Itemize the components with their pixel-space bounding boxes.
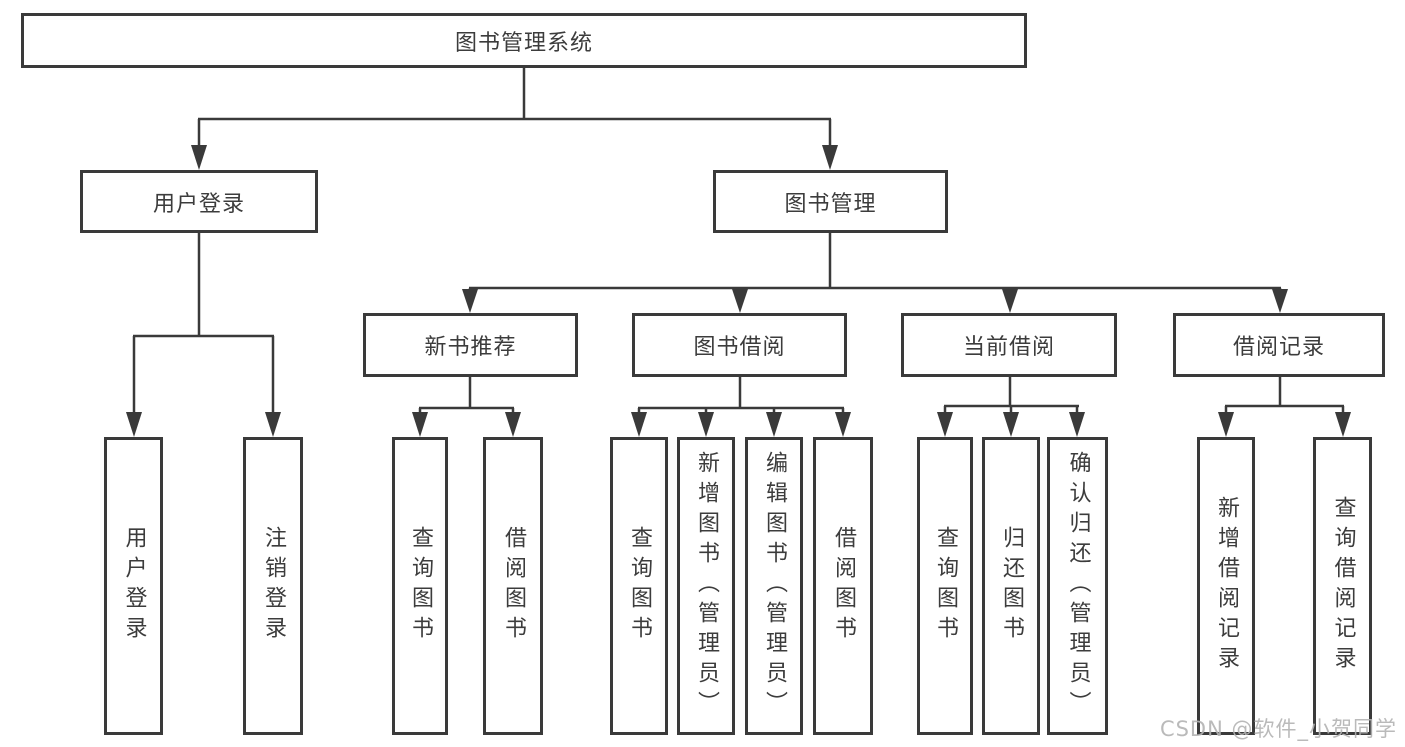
leaf-query-borrow-record: 查询借阅记录 bbox=[1313, 437, 1372, 735]
node-borrow-record: 借阅记录 bbox=[1173, 313, 1385, 377]
node-user-login: 用户登录 bbox=[80, 170, 318, 233]
leaf-query-books-recommend-label: 查询图书 bbox=[408, 526, 433, 646]
leaf-user-login: 用户登录 bbox=[104, 437, 163, 735]
leaf-confirm-return-admin-label: 确认归还（管理员） bbox=[1065, 451, 1091, 721]
leaf-query-books-recommend: 查询图书 bbox=[392, 437, 448, 735]
leaf-logout-label: 注销登录 bbox=[261, 526, 286, 646]
node-book-management: 图书管理 bbox=[713, 170, 948, 233]
leaf-return-books-label: 归还图书 bbox=[999, 526, 1024, 646]
leaf-return-books: 归还图书 bbox=[982, 437, 1040, 735]
node-current-borrow: 当前借阅 bbox=[901, 313, 1117, 377]
leaf-borrow-books-label: 借阅图书 bbox=[831, 526, 856, 646]
leaf-add-books-admin: 新增图书（管理员） bbox=[677, 437, 735, 735]
csdn-watermark: CSDN @软件_小贺同学 bbox=[1159, 717, 1397, 741]
leaf-user-login-label: 用户登录 bbox=[121, 526, 147, 646]
leaf-add-books-admin-label: 新增图书（管理员） bbox=[694, 451, 719, 721]
leaf-confirm-return-admin: 确认归还（管理员） bbox=[1047, 437, 1108, 735]
node-root: 图书管理系统 bbox=[21, 13, 1027, 68]
leaf-add-borrow-record: 新增借阅记录 bbox=[1197, 437, 1255, 735]
leaf-query-books-current: 查询图书 bbox=[917, 437, 973, 735]
leaf-borrow-books: 借阅图书 bbox=[813, 437, 873, 735]
leaf-logout: 注销登录 bbox=[243, 437, 303, 735]
node-book-borrow: 图书借阅 bbox=[632, 313, 847, 377]
leaf-borrow-books-recommend-label: 借阅图书 bbox=[501, 526, 526, 646]
leaf-query-books-borrow-label: 查询图书 bbox=[627, 526, 652, 646]
leaf-add-borrow-record-label: 新增借阅记录 bbox=[1214, 496, 1239, 676]
leaf-borrow-books-recommend: 借阅图书 bbox=[483, 437, 543, 735]
leaf-edit-books-admin: 编辑图书（管理员） bbox=[745, 437, 803, 735]
leaf-query-books-current-label: 查询图书 bbox=[933, 526, 958, 646]
leaf-query-books-borrow: 查询图书 bbox=[610, 437, 668, 735]
node-new-book-recommend: 新书推荐 bbox=[363, 313, 578, 377]
leaf-edit-books-admin-label: 编辑图书（管理员） bbox=[762, 451, 787, 721]
leaf-query-borrow-record-label: 查询借阅记录 bbox=[1330, 496, 1356, 676]
